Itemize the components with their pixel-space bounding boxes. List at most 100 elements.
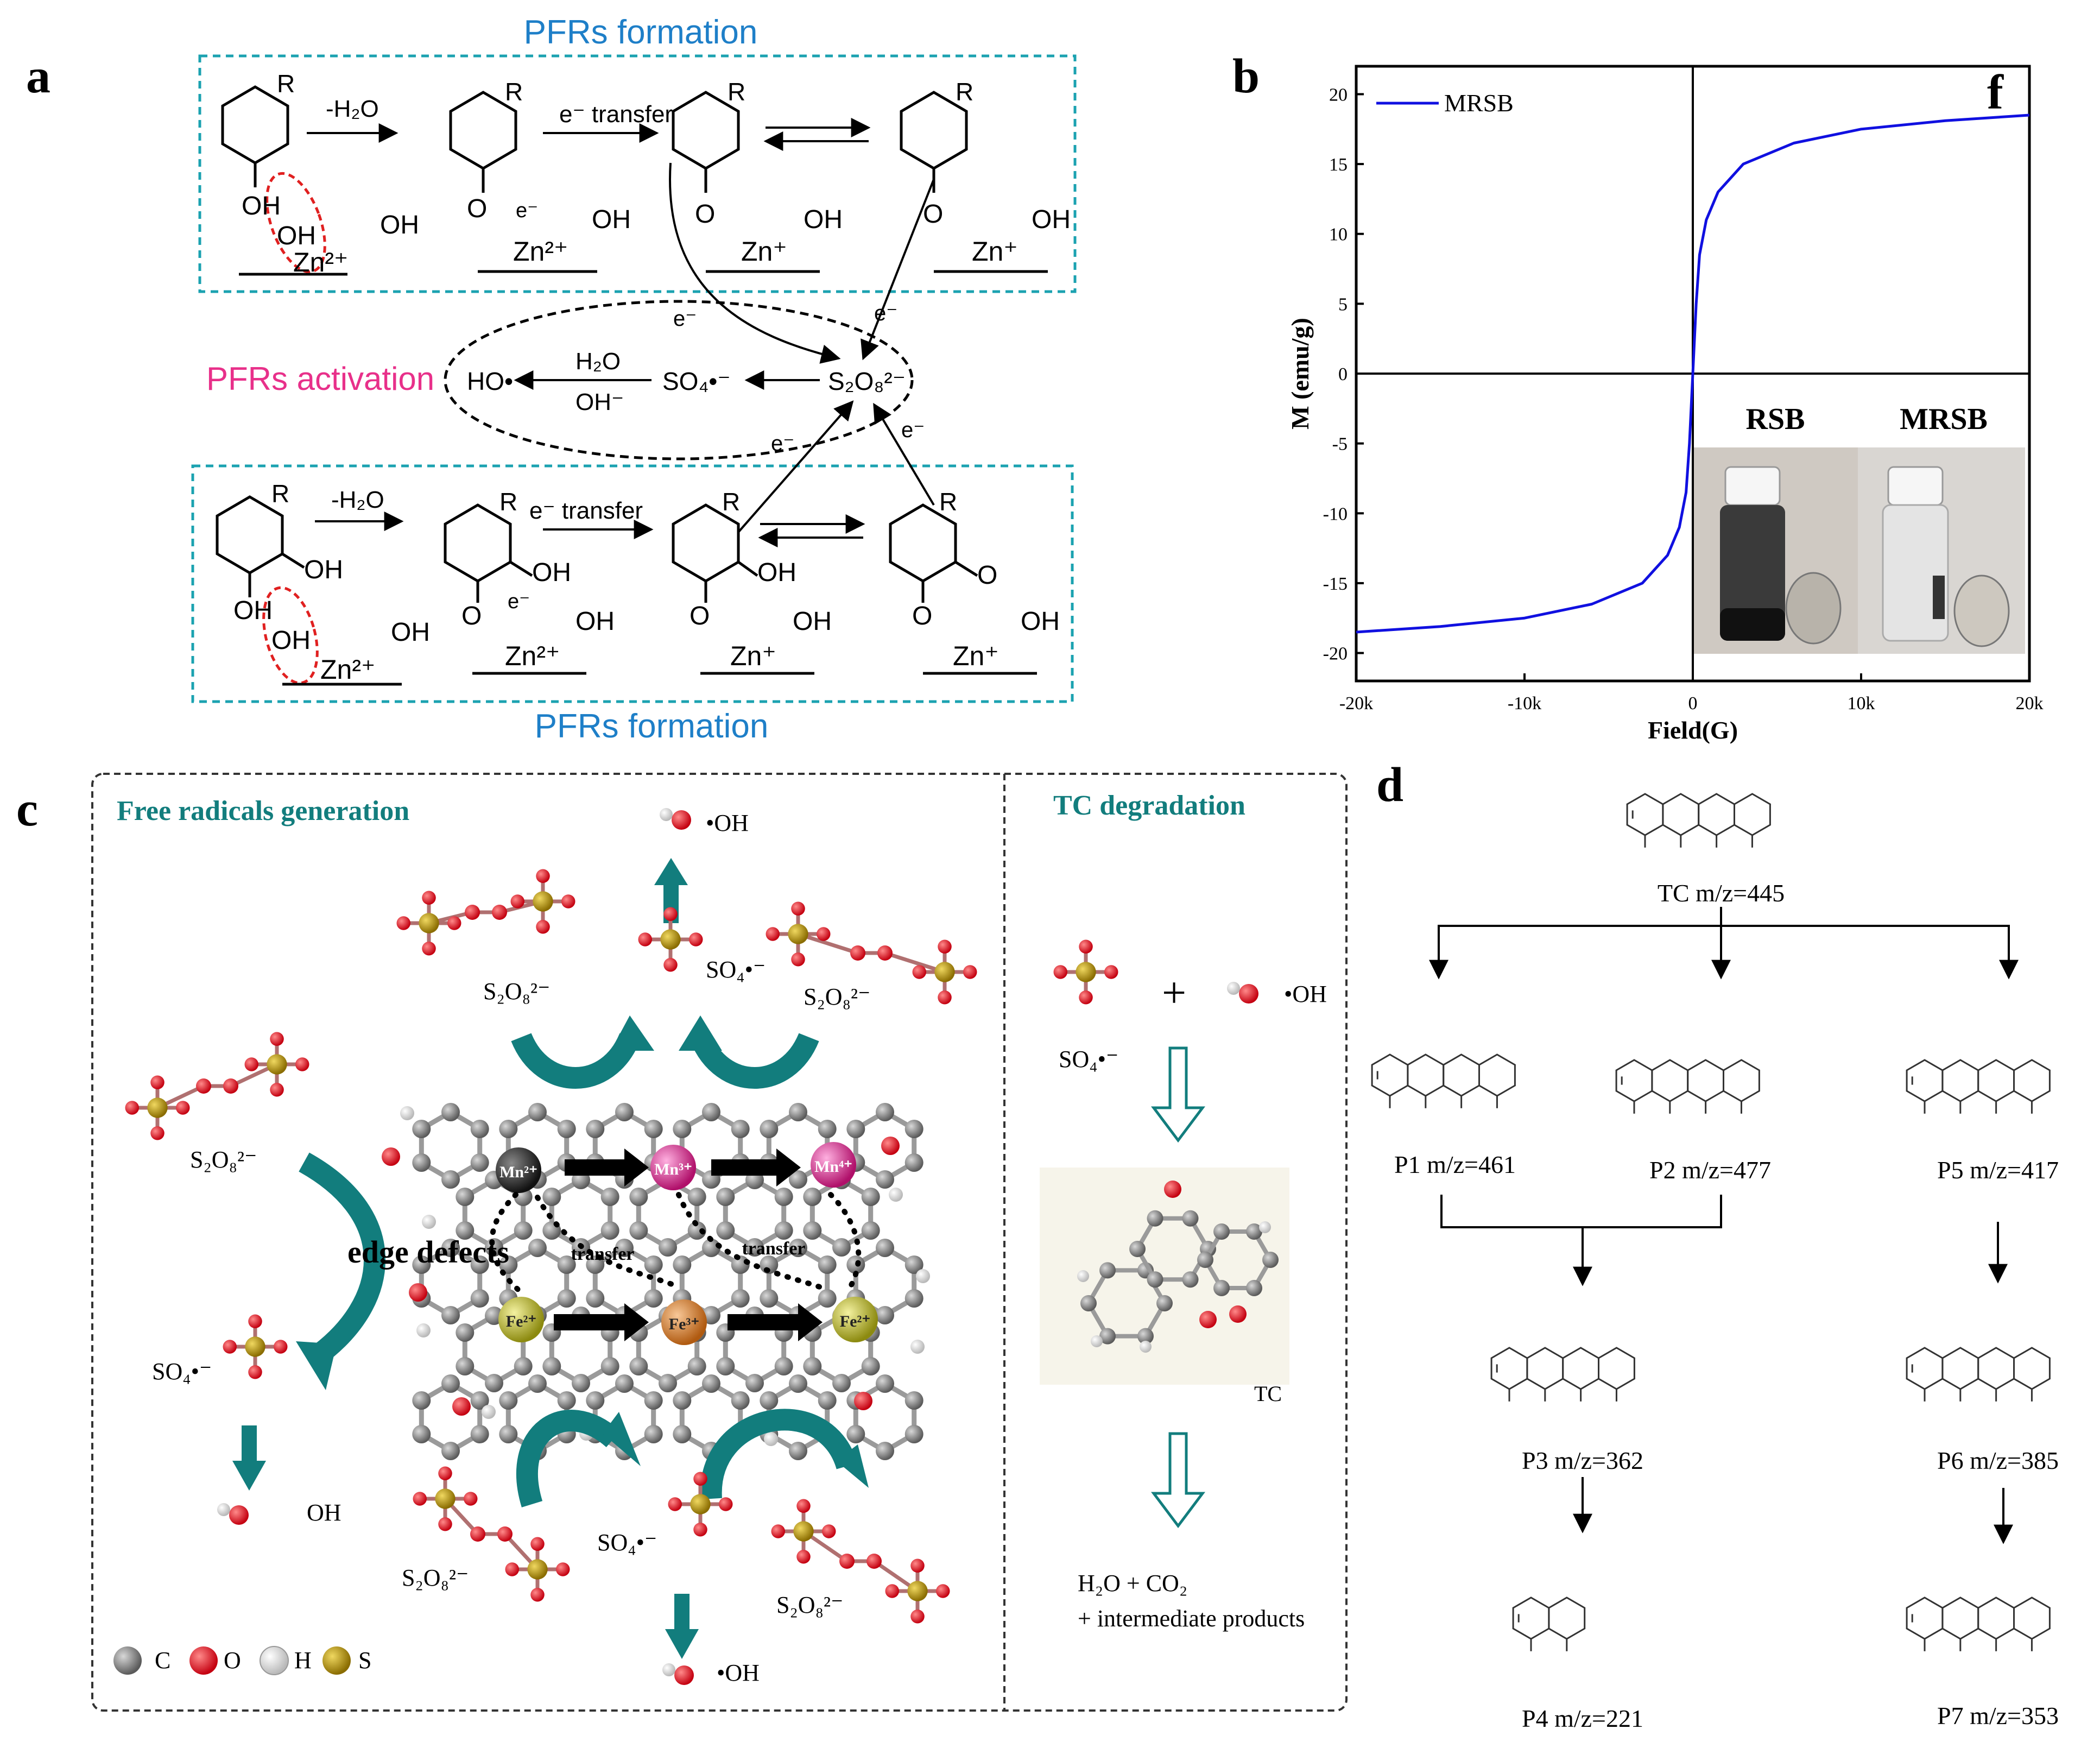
hydrogen-atom bbox=[1140, 1341, 1152, 1353]
zn2-label: Zn²⁺ bbox=[293, 247, 348, 277]
oxygen-atom bbox=[396, 916, 410, 930]
carbon-atom bbox=[1246, 1223, 1262, 1240]
hydrogen-atom bbox=[1091, 1335, 1103, 1347]
oxygen-atom bbox=[693, 1523, 707, 1537]
oh-label: OH bbox=[532, 558, 571, 587]
carbon-atom bbox=[716, 1188, 735, 1206]
carbon-ring bbox=[419, 1380, 483, 1454]
magnet bbox=[1785, 572, 1842, 645]
tc-3d-model bbox=[1077, 1181, 1279, 1353]
carbon-atom bbox=[542, 1188, 561, 1206]
products-line-1: H₂O + CO₂ bbox=[1078, 1570, 1187, 1596]
o-label: O bbox=[467, 194, 487, 223]
y-tick-label: -10 bbox=[1323, 504, 1348, 524]
carbon-atom bbox=[412, 1153, 431, 1172]
electron-transfer-label: e⁻ transfer bbox=[529, 497, 643, 524]
carbon-atom bbox=[412, 1391, 431, 1410]
carbon-atom bbox=[731, 1120, 750, 1138]
o-label: O bbox=[912, 602, 932, 630]
carbon-atom bbox=[470, 1289, 489, 1308]
oh-label: OH bbox=[380, 211, 419, 239]
carbon-atom bbox=[832, 1238, 851, 1257]
p3-compound-label: P3 m/z=362 bbox=[1522, 1447, 1643, 1474]
activation-label: PFRs activation bbox=[206, 361, 434, 397]
hydrogen-atom bbox=[400, 1106, 414, 1120]
oxygen-atom bbox=[1229, 1305, 1247, 1323]
carbon-atom bbox=[673, 1120, 692, 1138]
oxygen-atom bbox=[536, 869, 550, 883]
carbon-atom bbox=[716, 1221, 735, 1240]
ring bbox=[1598, 1347, 1635, 1390]
p1-compound-label: P1 m/z=461 bbox=[1394, 1151, 1516, 1178]
carbon-atom bbox=[615, 1239, 634, 1257]
oxygen-atom bbox=[295, 1057, 309, 1071]
oxygen-atom bbox=[470, 1526, 485, 1542]
oxygen-atom bbox=[438, 1466, 452, 1480]
carbon-atom bbox=[1156, 1295, 1173, 1311]
electron-label: e⁻ bbox=[771, 432, 794, 456]
carbon-atom bbox=[615, 1103, 634, 1121]
carbon-atom bbox=[789, 1374, 807, 1393]
carbon-atom bbox=[441, 1239, 460, 1257]
oh-label: OH bbox=[575, 607, 615, 636]
ring bbox=[1478, 1053, 1516, 1097]
sulfur-atom bbox=[267, 1054, 287, 1075]
fe3-ion bbox=[661, 1299, 707, 1345]
oxygen-atom bbox=[674, 1665, 694, 1685]
legend: MRSB bbox=[1376, 89, 1514, 117]
x-tick-label: -10k bbox=[1508, 693, 1541, 714]
hydroxyl-radical-label: HO• bbox=[467, 367, 513, 395]
oxygen-atom bbox=[771, 1524, 785, 1538]
p1-structure bbox=[1371, 1053, 1516, 1108]
oxygen-atom bbox=[1239, 984, 1258, 1004]
oxygen-atom bbox=[910, 1558, 925, 1573]
mn2-ion bbox=[496, 1147, 541, 1193]
carbon-atom bbox=[499, 1391, 518, 1410]
left-title: Free radicals generation bbox=[117, 796, 409, 826]
sulfur-atom bbox=[788, 924, 808, 944]
magnet bbox=[1953, 575, 2010, 647]
carbon-atom bbox=[687, 1357, 706, 1375]
mrsb-attracted-particles bbox=[1933, 576, 1945, 619]
sulfur-atom bbox=[660, 929, 681, 950]
oxygen-atom bbox=[1199, 1311, 1217, 1328]
carbon-atom bbox=[789, 1239, 807, 1257]
oxygen-atom bbox=[229, 1505, 249, 1525]
oxygen-atom bbox=[881, 1137, 900, 1155]
oxygen-atom bbox=[270, 1083, 284, 1097]
carbon-atom bbox=[514, 1357, 533, 1375]
carbon-atom bbox=[745, 1238, 764, 1257]
ring bbox=[1941, 1059, 1979, 1102]
carbon-atom bbox=[904, 1425, 924, 1443]
hydrogen-atom bbox=[1259, 1221, 1271, 1233]
hydrogen-atom bbox=[416, 1323, 431, 1337]
r-label: R bbox=[505, 78, 523, 106]
electron-label: e⁻ bbox=[673, 307, 697, 331]
carbon-ring bbox=[809, 1177, 874, 1251]
legend-sulfur bbox=[322, 1646, 351, 1675]
oh-label: OH bbox=[242, 192, 281, 220]
oh-label: OH bbox=[277, 222, 316, 250]
electron-path-bottom-2 bbox=[873, 402, 935, 506]
carbon-atom bbox=[1246, 1279, 1262, 1296]
oxygen-atom bbox=[693, 1472, 707, 1486]
carbon-atom bbox=[412, 1425, 431, 1443]
oxygen-atom bbox=[719, 1497, 733, 1511]
p4-compound-label: P4 m/z=221 bbox=[1522, 1705, 1643, 1732]
hollow-down-arrow bbox=[1151, 1432, 1205, 1529]
oh-label: OH bbox=[592, 205, 631, 234]
persulfate-label: S₂O₈²⁻ bbox=[483, 978, 550, 1005]
oh-label: OH bbox=[304, 556, 343, 584]
carbon-atom bbox=[702, 1374, 720, 1393]
oxygen-atom bbox=[438, 1517, 452, 1531]
carbon-atom bbox=[673, 1425, 692, 1443]
hydrogen-atom bbox=[889, 1188, 903, 1202]
chart-series bbox=[1356, 113, 2030, 634]
carbon-atom bbox=[412, 1120, 431, 1138]
oxygen-atom bbox=[936, 1584, 950, 1598]
zn2-label: Zn²⁺ bbox=[320, 654, 375, 685]
oxygen-atom bbox=[1164, 1181, 1181, 1198]
sulfate-radical-label: SO₄•⁻ bbox=[662, 367, 731, 395]
o-label: O bbox=[461, 602, 482, 630]
oxygen-atom bbox=[938, 939, 952, 954]
